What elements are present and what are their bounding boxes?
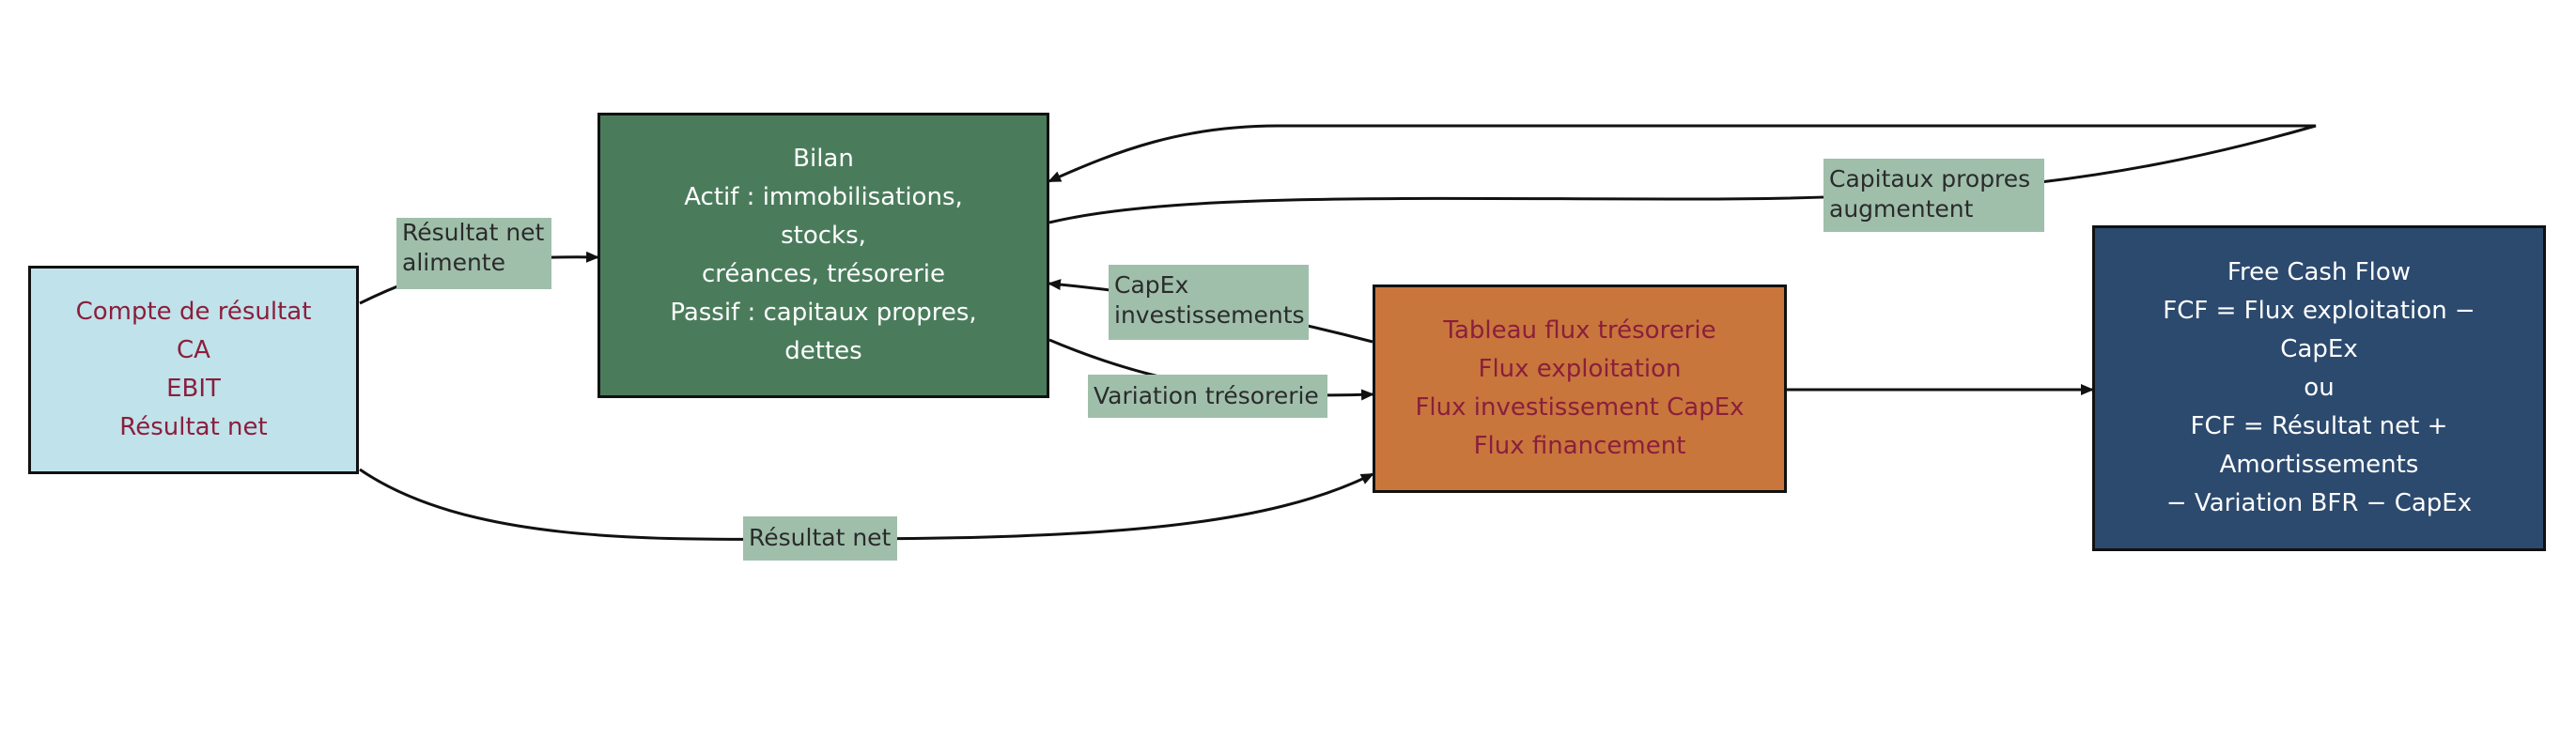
edge-label-line: CapEx xyxy=(1114,271,1189,299)
bilan-node: Bilan Actif : immobilisations, stocks, c… xyxy=(597,113,1049,398)
bilan-line-4: créances, trésorerie xyxy=(702,260,945,288)
edge-label-line: investissements xyxy=(1114,301,1305,329)
fcf-line-1: Free Cash Flow xyxy=(2227,258,2412,286)
compte-line-1: Compte de résultat xyxy=(75,298,312,326)
fcf-line-7: − Variation BFR − CapEx xyxy=(2165,489,2473,517)
edge-label-variation-tresorerie: Variation trésorerie xyxy=(1088,375,1327,418)
compte-line-4: Résultat net xyxy=(119,413,268,441)
free-cash-flow-node: Free Cash Flow FCF = Flux exploitation −… xyxy=(2092,225,2546,551)
bilan-line-1: Bilan xyxy=(793,145,854,173)
tableau-flux-node: Tableau flux trésorerie Flux exploitatio… xyxy=(1373,284,1787,493)
tableau-line-3: Flux investissement CapEx xyxy=(1415,393,1745,422)
edge-label-line: augmentent xyxy=(1829,195,1974,223)
compte-resultat-node: Compte de résultat CA EBIT Résultat net xyxy=(28,266,359,474)
fcf-line-4: ou xyxy=(2304,374,2335,402)
edge-label-line: Résultat net xyxy=(402,219,545,246)
tableau-line-4: Flux financement xyxy=(1473,432,1686,460)
bilan-line-5: Passif : capitaux propres, xyxy=(670,299,977,327)
bilan-line-6: dettes xyxy=(784,337,862,365)
compte-line-3: EBIT xyxy=(166,375,221,403)
tableau-line-1: Tableau flux trésorerie xyxy=(1443,316,1716,345)
bilan-line-3: stocks, xyxy=(781,222,866,250)
fcf-line-2: FCF = Flux exploitation − xyxy=(2163,297,2475,325)
edge-label-resultat-alimente: Résultat net alimente xyxy=(396,218,551,289)
fcf-line-3: CapEx xyxy=(2280,335,2358,363)
edge-label-line: Variation trésorerie xyxy=(1094,382,1319,409)
compte-line-2: CA xyxy=(177,336,210,364)
tableau-line-2: Flux exploitation xyxy=(1478,355,1682,383)
edge-label-line: alimente xyxy=(402,249,505,276)
edge-label-line: Résultat net xyxy=(749,524,892,551)
fcf-line-6: Amortissements xyxy=(2219,451,2419,479)
bilan-line-2: Actif : immobilisations, xyxy=(684,183,963,211)
edge-label-resultat-net: Résultat net xyxy=(743,516,897,561)
fcf-line-5: FCF = Résultat net + xyxy=(2190,412,2448,440)
edge-label-line: Capitaux propres xyxy=(1829,165,2031,192)
edge-label-capitaux-propres: Capitaux propres augmentent xyxy=(1823,159,2044,232)
edge-bilan-loop xyxy=(1047,124,2317,224)
edge-label-capex-investissements: CapEx investissements xyxy=(1109,265,1309,340)
